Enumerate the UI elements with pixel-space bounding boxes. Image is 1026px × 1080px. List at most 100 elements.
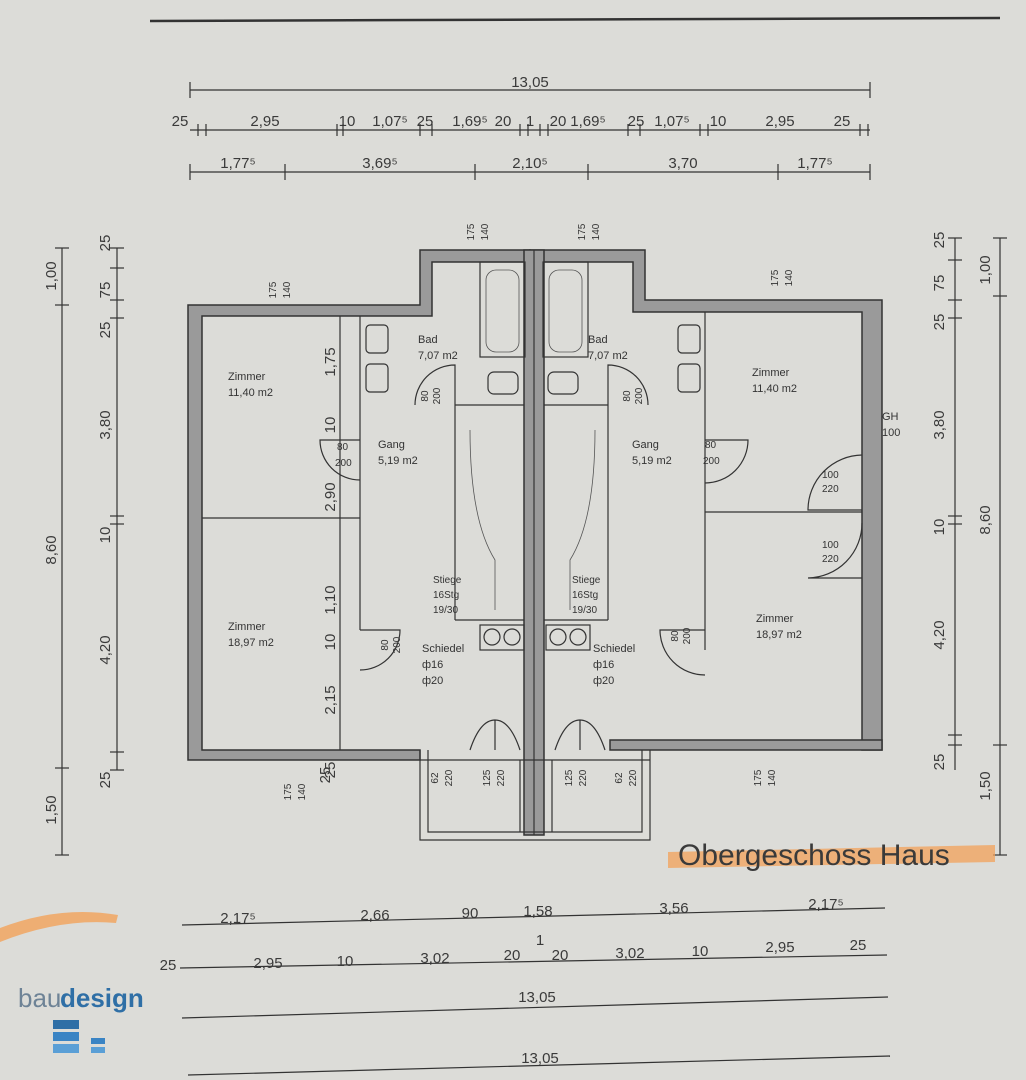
dim-right-outer-label: 1,00 xyxy=(977,255,994,284)
dim-bottom-row2-label: 2,95 xyxy=(253,955,282,972)
balcony-window-height: 220 xyxy=(578,769,589,786)
dim-bottom-row1-label: 1,58 xyxy=(523,903,552,920)
dim-right-inner-label: 25 xyxy=(931,232,948,249)
stiege-l-1: Stiege xyxy=(433,575,462,586)
gh-door2-h: 220 xyxy=(822,554,839,565)
gh-door1-w: 100 xyxy=(822,470,839,481)
dim-left-outer-label: 1,00 xyxy=(43,261,60,290)
door-height-label: 200 xyxy=(392,636,403,653)
bottom-dimension-lines: 13,05 13,05 xyxy=(179,907,891,1076)
paper-edge-line xyxy=(149,16,1001,23)
dim-top-row3-label: 2,10⁵ xyxy=(512,155,547,172)
dim-left-inner-label: 25 xyxy=(97,322,114,339)
door-r-w: 80 xyxy=(705,440,717,451)
balcony-door-width: 62 xyxy=(614,772,625,784)
dim-inner-left-label: 1,10 xyxy=(322,585,339,614)
zimmer-br-area: 18,97 m2 xyxy=(756,629,802,641)
balcony-door-height: 220 xyxy=(444,769,455,786)
dim-top-total: 13,05 xyxy=(511,74,549,91)
dim-bottom-row2-label: 20 xyxy=(504,947,521,964)
dim-right-inner-label: 10 xyxy=(931,519,948,536)
dim-bottom-row2-label: 20 xyxy=(552,947,569,964)
stiege-l-3: 19/30 xyxy=(433,605,458,616)
balcony-window-width: 125 xyxy=(564,769,575,786)
zimmer-tr-name: Zimmer xyxy=(752,367,790,379)
right-outer-labels: 1,008,601,50 xyxy=(977,237,1007,856)
balcony-door-width: 62 xyxy=(430,772,441,784)
dim-top-row2-label: 1,69⁵ xyxy=(570,113,605,130)
door-l-h: 200 xyxy=(335,458,352,469)
balcony-door-height: 220 xyxy=(628,769,639,786)
dim-bottom-row2-label: 1 xyxy=(536,932,544,949)
stiege-l-2: 16Stg xyxy=(433,590,459,601)
zimmer-tl-name: Zimmer xyxy=(228,371,266,383)
zimmer-tl-area: 11,40 m2 xyxy=(228,387,273,399)
dim-right-inner-label: 75 xyxy=(931,275,948,292)
dim-bottom-row1-label: 2,17⁵ xyxy=(808,896,843,913)
dim-top-row2-label: 25 xyxy=(172,113,189,130)
dim-bottom-row1-label: 2,17⁵ xyxy=(220,910,255,927)
zimmer-bl-area: 18,97 m2 xyxy=(228,637,274,649)
window-mark-175: 175 xyxy=(577,223,588,240)
dim-top-row3-label: 1,77⁵ xyxy=(220,155,255,172)
dim-right-outer-label: 8,60 xyxy=(977,505,994,534)
brand-prefix: bau xyxy=(18,983,61,1013)
logo-bar-4 xyxy=(91,1038,105,1044)
dim-left-outer-label: 1,50 xyxy=(43,795,60,824)
zimmer-br-name: Zimmer xyxy=(756,613,794,625)
window-mark-140: 140 xyxy=(784,269,795,286)
dim-bottom-row2-label: 25 xyxy=(850,937,867,954)
door-height-label: 200 xyxy=(432,387,443,404)
dim-inner-left-label: 25 xyxy=(322,762,339,779)
bad-l-area: 7,07 m2 xyxy=(418,350,458,362)
door-height-label: 200 xyxy=(634,387,645,404)
dim-inner-left-label: 2,15 xyxy=(322,685,339,714)
window-mark-25: 25 xyxy=(317,767,334,784)
door-r-h: 200 xyxy=(703,456,720,467)
dim-top-row2-label: 2,95 xyxy=(250,113,279,130)
dim-top-row2-label: 2,95 xyxy=(765,113,794,130)
bad-l-name: Bad xyxy=(418,334,438,346)
chimneys xyxy=(479,624,591,651)
room-labels: Zimmer 11,40 m2 Zimmer 18,97 m2 Bad 7,07… xyxy=(228,334,900,687)
bad-r-name: Bad xyxy=(588,334,608,346)
dim-bottom-row2-label: 25 xyxy=(160,957,177,974)
dim-top-row2-label: 20 xyxy=(550,113,567,130)
gh-name: GH xyxy=(882,411,899,423)
gh-value: 100 xyxy=(882,427,900,439)
dim-top-row2-label: 25 xyxy=(834,113,851,130)
balcony-window-width: 125 xyxy=(482,769,493,786)
opening-labels: 80 200 80 200 100 220 100 220 xyxy=(335,440,839,565)
window-mark-175: 175 xyxy=(283,783,294,800)
logo-bar-1 xyxy=(53,1020,79,1029)
stiege-r-3: 19/30 xyxy=(572,605,597,616)
dim-top-row2-label: 20 xyxy=(495,113,512,130)
schiedel-r-3: ф20 xyxy=(593,675,614,687)
dim-bottom-row2-label: 3,02 xyxy=(615,945,644,962)
door-width-label: 80 xyxy=(670,630,681,642)
door-width-label: 80 xyxy=(420,390,431,402)
dim-top-row2-label: 10 xyxy=(710,113,727,130)
door-swings xyxy=(319,364,863,751)
zimmer-tr-area: 11,40 m2 xyxy=(752,383,797,395)
zimmer-bl-name: Zimmer xyxy=(228,621,266,633)
orange-marker-stroke xyxy=(0,911,118,942)
window-mark-175: 175 xyxy=(466,223,477,240)
door-width-label: 80 xyxy=(622,390,633,402)
schiedel-l-2: ф16 xyxy=(422,659,443,671)
logo-bar-3 xyxy=(53,1044,79,1053)
dim-right-inner-label: 4,20 xyxy=(931,620,948,649)
right-dimension-lines xyxy=(954,238,1001,855)
stiege-r-1: Stiege xyxy=(572,575,601,586)
gh-door2-w: 100 xyxy=(822,540,839,551)
dim-left-inner-label: 4,20 xyxy=(97,635,114,664)
bath-fixtures xyxy=(365,261,701,395)
window-mark-175: 175 xyxy=(268,281,279,298)
schiedel-l-3: ф20 xyxy=(422,675,443,687)
dim-bottom-total1: 13,05 xyxy=(518,989,556,1006)
